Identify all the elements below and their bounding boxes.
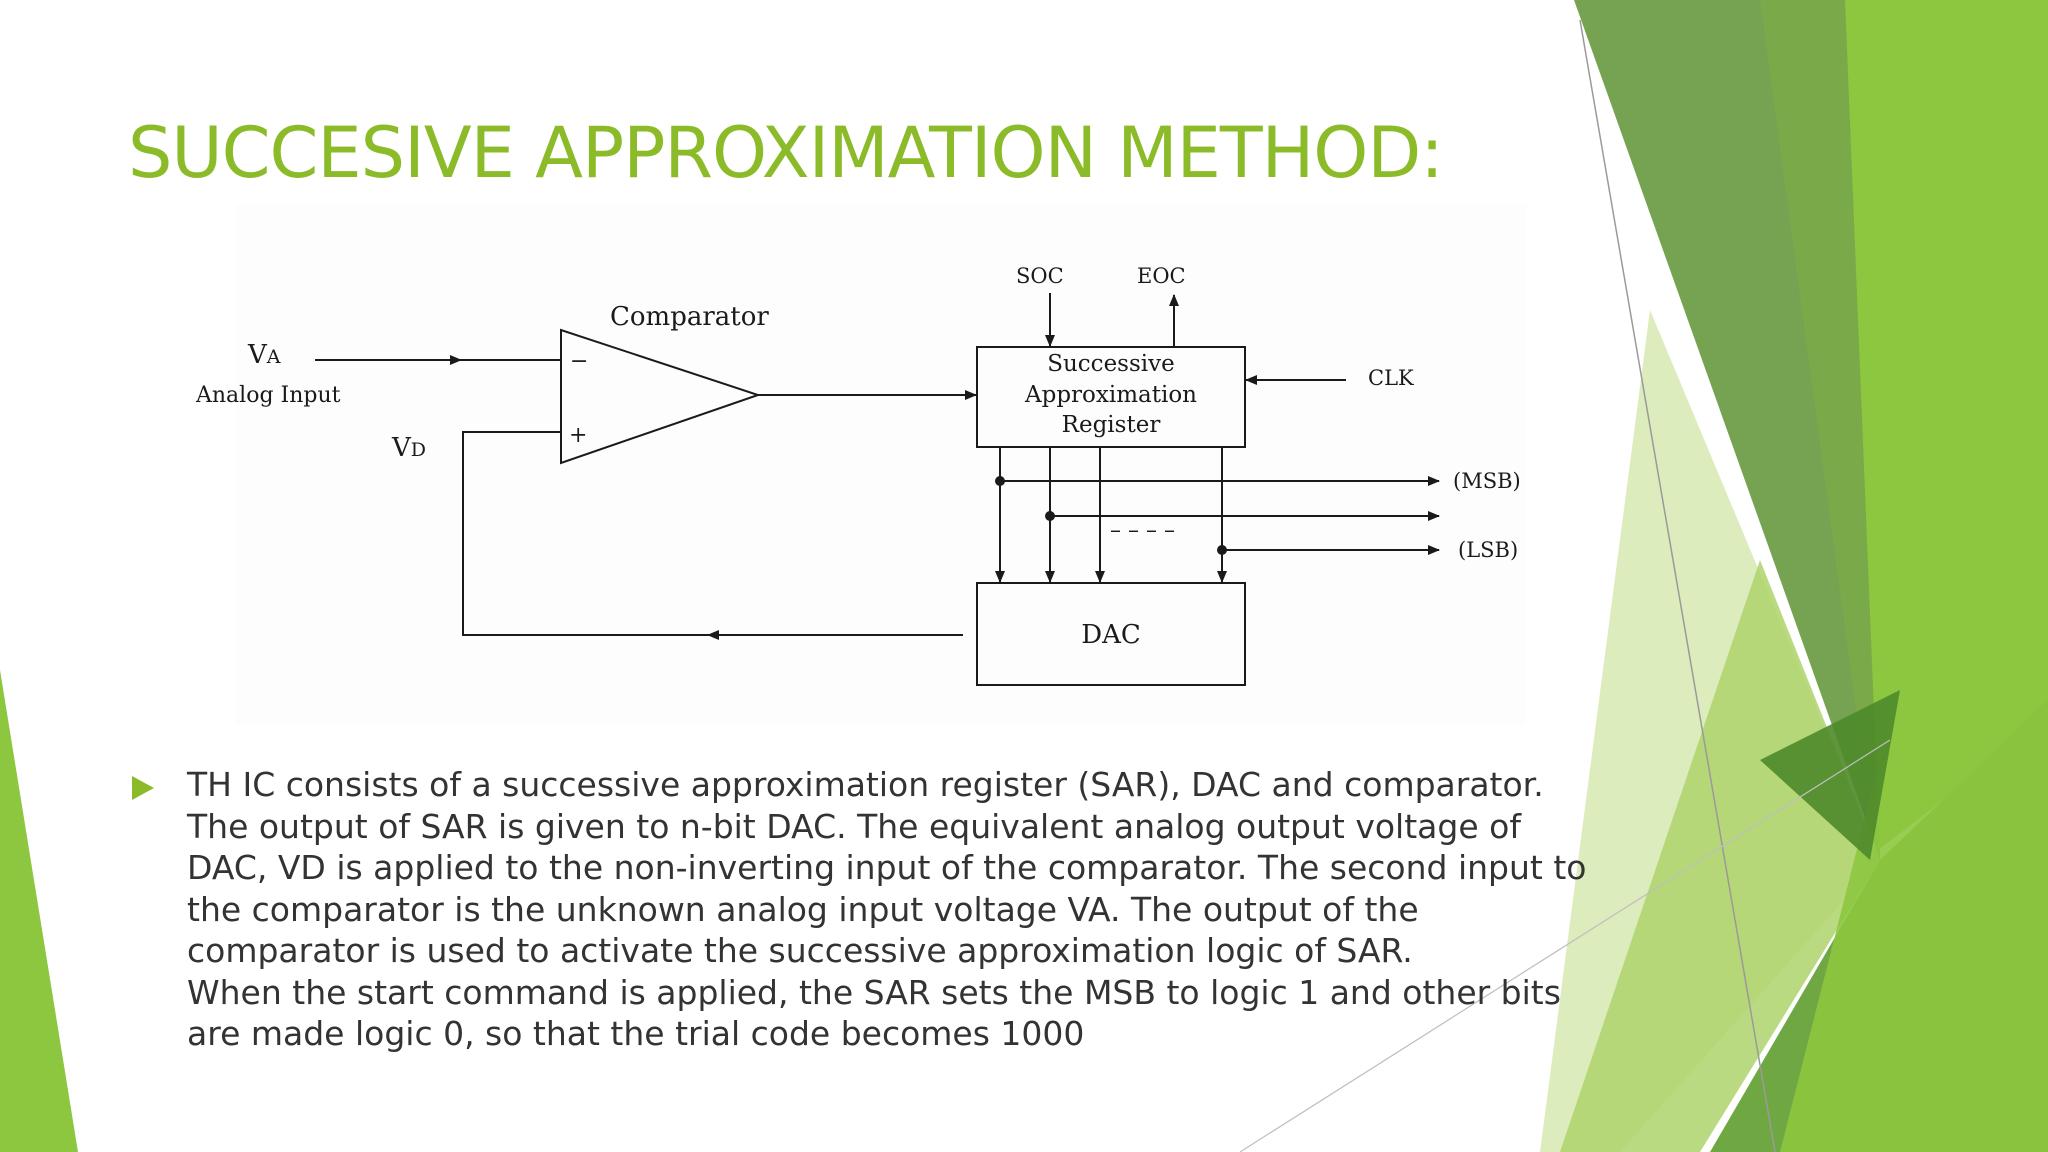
dac-block: [976, 582, 1246, 686]
clk-label: CLK: [1368, 366, 1414, 390]
sar-label-line3: Register: [1062, 412, 1161, 438]
slide-title: SUCCESIVE APPROXIMATION METHOD:: [128, 112, 1444, 194]
comparator-plus: +: [569, 423, 587, 448]
bit-dashes: – – – –: [1110, 518, 1175, 543]
paragraph-1: TH IC consists of a successive approxima…: [187, 765, 1587, 970]
comparator-label: Comparator: [610, 302, 769, 332]
msb-label: (MSB): [1453, 469, 1521, 493]
eoc-label: EOC: [1137, 264, 1186, 288]
triangle-bullet-icon: [132, 776, 154, 800]
sar-adc-block-diagram: Comparator − + VA Analog Input VD Succes…: [195, 205, 1526, 725]
lsb-label: (LSB): [1458, 538, 1518, 562]
sar-label-line1: Successive: [1047, 351, 1175, 377]
paragraph-2: When the start command is applied, the S…: [187, 972, 1561, 1054]
sar-label-line2: Approximation: [1024, 382, 1197, 408]
dac-label: DAC: [1081, 620, 1141, 650]
comparator-symbol: [560, 328, 762, 465]
comparator-minus: −: [570, 349, 588, 374]
sar-block: [976, 346, 1246, 448]
analog-input-label: Analog Input: [195, 383, 341, 408]
va-label: VA: [247, 340, 281, 370]
soc-label: SOC: [1016, 264, 1064, 288]
body-text: TH IC consists of a successive approxima…: [187, 764, 1587, 1055]
vd-label: VD: [391, 433, 426, 463]
